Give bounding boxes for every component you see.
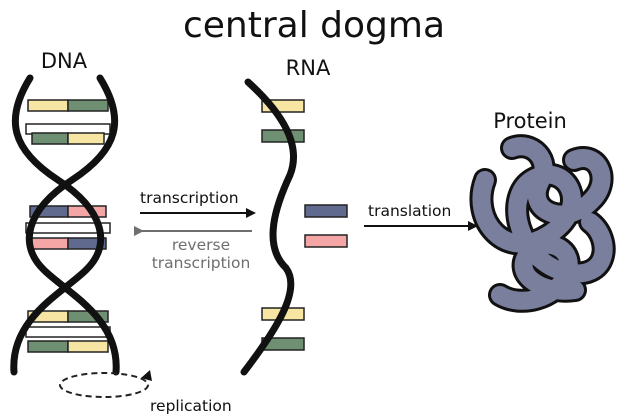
page-title: central dogma <box>183 5 445 46</box>
rna-label: RNA <box>286 56 331 80</box>
reverse-label-line2: transcription <box>152 254 251 272</box>
dna-label: DNA <box>41 49 88 73</box>
dna-double-helix-icon <box>10 74 120 376</box>
transcription-label: transcription <box>140 189 239 207</box>
replication-label: replication <box>150 397 232 415</box>
translation-label: translation <box>368 202 451 220</box>
reverse-label-line1: reverse <box>172 236 230 254</box>
replication-cycle-icon <box>59 370 152 398</box>
dna-base-pairs <box>25 99 111 353</box>
protein-label: Protein <box>493 109 567 133</box>
rna-single-strand-icon <box>240 78 348 376</box>
protein-coil-icon <box>469 134 616 313</box>
